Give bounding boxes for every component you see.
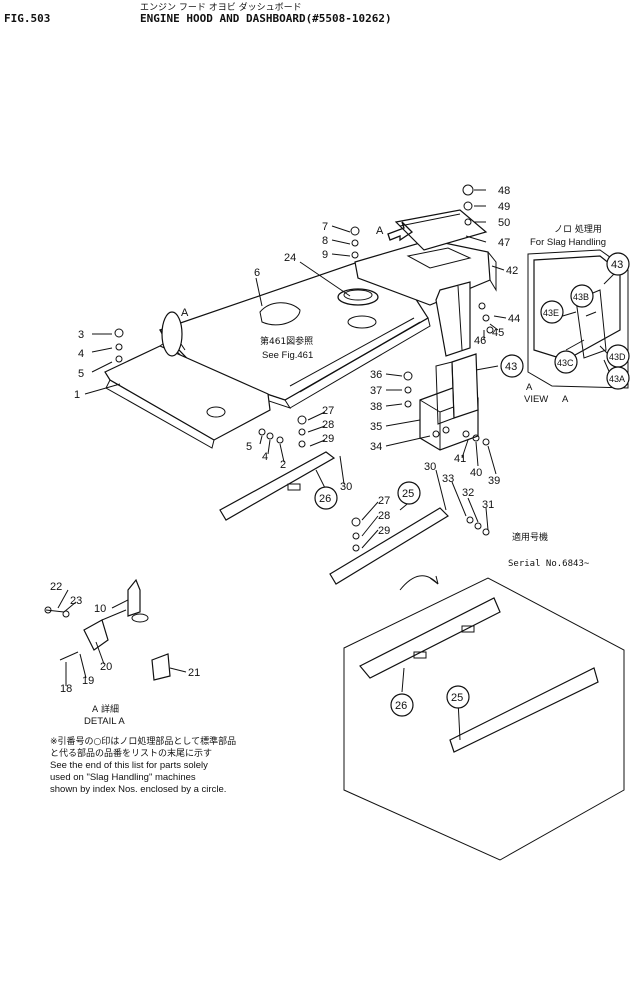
serial-inset	[343, 575, 625, 861]
circled-callouts: 26 25 43 43 26 25 43B 43E 43C 43D 43A	[314, 252, 630, 717]
callout-49: 49	[498, 201, 510, 213]
detail-a-japanese: A 詳細	[92, 703, 119, 715]
callout-42: 42	[506, 265, 518, 277]
diagram-title: ENGINE HOOD AND DASHBOARD(#5508-10262)	[140, 12, 392, 25]
callout-50: 50	[498, 217, 510, 229]
callout-39: 39	[488, 475, 500, 487]
callout-8: 8	[322, 235, 328, 247]
callout-7: 7	[322, 221, 328, 233]
callout-5: 5	[78, 368, 84, 380]
callout-27: 27	[322, 405, 334, 417]
callout-23: 23	[70, 595, 82, 607]
callout-32: 32	[462, 487, 474, 499]
callout-43e-circled: 43E	[543, 308, 559, 318]
fasteners	[114, 184, 494, 552]
callout-36: 36	[370, 369, 382, 381]
title-japanese: エンジン フード オヨビ ダッシュボード	[140, 1, 302, 13]
footnote: ※引番号の○印はノロ処理部品として標準部品 と代る部品の品番をリストの末尾に示す…	[50, 735, 236, 795]
callout-33: 33	[442, 473, 454, 485]
view-a-label: VIEW	[524, 394, 548, 405]
callout-4: 4	[78, 348, 84, 360]
view-a-japanese: ノロ 処理用	[554, 223, 602, 235]
arrow-a-label: A	[376, 225, 384, 237]
footnote-en-line-3: shown by index Nos. enclosed by a circle…	[50, 784, 226, 795]
callout-28-lower: 28	[378, 510, 390, 522]
detail-a-callout-marker	[161, 311, 183, 357]
callout-numbers: 3 4 5 1 6 7 8 9 24 48 49 50 47 42 44 45 …	[50, 185, 520, 695]
figure-number: FIG.503	[4, 12, 50, 25]
serial-number-label: Serial No.6843~	[508, 559, 590, 569]
callout-3: 3	[78, 329, 84, 341]
callout-41: 41	[454, 453, 466, 465]
hood-detail-a-label: A	[181, 307, 189, 319]
footnote-en-line-1: See the end of this list for parts solel…	[50, 760, 208, 771]
callout-1: 1	[74, 389, 80, 401]
view-a-inset	[527, 249, 629, 389]
arrow-a-icon	[387, 221, 414, 242]
callout-45: 45	[492, 327, 504, 339]
callout-21: 21	[188, 667, 200, 679]
callout-43-circled: 43	[505, 361, 517, 373]
callout-40: 40	[470, 467, 482, 479]
callout-18: 18	[60, 683, 72, 695]
top-cover-plate	[394, 209, 488, 251]
dashboard-bracket	[419, 353, 479, 451]
view-a-letter: A	[562, 394, 569, 405]
callout-27-lower: 27	[378, 495, 390, 507]
callout-37: 37	[370, 385, 382, 397]
callout-25-circled: 25	[402, 488, 414, 500]
callout-44: 44	[508, 313, 520, 325]
callout-2: 2	[280, 459, 286, 471]
serial-japanese: 適用号機	[512, 531, 548, 543]
detail-a-label: DETAIL A	[84, 716, 125, 727]
callout-5-lower: 5	[246, 441, 252, 453]
callout-30: 30	[340, 481, 352, 493]
callout-9: 9	[322, 249, 328, 261]
callout-30-lower: 30	[424, 461, 436, 473]
footnote-jp-line-2: と代る部品の品番をリストの末尾に示す	[50, 747, 212, 759]
callout-10: 10	[94, 603, 106, 615]
callout-26-circled: 26	[319, 493, 331, 505]
callout-4-lower: 4	[262, 451, 268, 463]
callout-43a-circled: 43A	[609, 374, 625, 384]
callout-43b-circled: 43B	[573, 292, 589, 302]
view-a-caption: For Slag Handling	[530, 237, 606, 248]
callout-20: 20	[100, 661, 112, 673]
callout-25-inset-circled: 25	[451, 692, 463, 704]
callout-19: 19	[82, 675, 94, 687]
callout-28: 28	[322, 419, 334, 431]
callout-34: 34	[370, 441, 382, 453]
callout-6: 6	[254, 267, 260, 279]
callout-26-inset-circled: 26	[395, 700, 407, 712]
see-fig-japanese: 第461図参照	[260, 335, 313, 347]
view-a-arrow-letter: A	[526, 382, 533, 393]
footnote-jp-line-1: ※引番号の○印はノロ処理部品として標準部品	[50, 735, 236, 747]
callout-24: 24	[284, 252, 296, 264]
rear-console	[354, 239, 497, 357]
lower-trim-plate-26	[219, 451, 336, 521]
callout-48: 48	[498, 185, 510, 197]
callout-43-view-circled: 43	[611, 259, 623, 271]
callout-29-lower: 29	[378, 525, 390, 537]
callout-43d-circled: 43D	[609, 352, 626, 362]
detail-a-parts	[44, 578, 171, 681]
callout-31: 31	[482, 499, 494, 511]
callout-38: 38	[370, 401, 382, 413]
callout-22: 22	[50, 581, 62, 593]
callout-35: 35	[370, 421, 382, 433]
footnote-en-line-2: used on "Slag Handling" machines	[50, 772, 196, 783]
callout-46: 46	[474, 335, 486, 347]
callout-43c-circled: 43C	[557, 358, 574, 368]
lower-trim-plate-25	[329, 507, 449, 585]
callout-47: 47	[498, 237, 510, 249]
callout-29: 29	[322, 433, 334, 445]
see-fig-reference: See Fig.461	[262, 350, 313, 361]
